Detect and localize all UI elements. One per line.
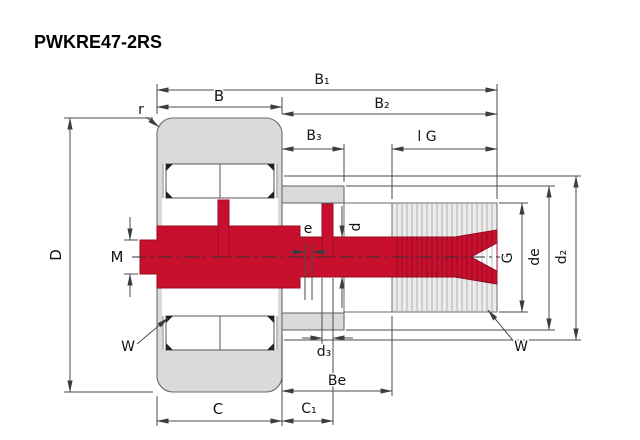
- dim-b1: B₁: [156, 71, 498, 199]
- grease-hole-collar: [321, 203, 334, 258]
- dim-b2: B₂: [281, 95, 498, 117]
- dim-label-m: M: [111, 248, 124, 266]
- dim-label-b3: B₃: [306, 128, 321, 144]
- dim-de: de: [346, 185, 555, 331]
- dim-d3: d₃: [302, 278, 353, 425]
- dim-label-d3: d₃: [317, 344, 332, 360]
- dim-e: e: [289, 220, 328, 300]
- dim-c1: C₁: [281, 400, 334, 424]
- dim-label-e: e: [304, 221, 313, 237]
- dim-label-lg: l G: [417, 129, 436, 145]
- dim-m: M: [109, 217, 138, 297]
- leader-line: [145, 116, 160, 128]
- dim-c: C: [156, 396, 283, 426]
- needle-roller-band-bottom: [162, 315, 278, 351]
- dim-label-be: Be: [328, 373, 346, 389]
- dim-g: G: [499, 202, 528, 313]
- dim-r: r: [137, 101, 160, 128]
- dim-d2: d₂: [284, 175, 581, 341]
- dim-label-c1: C₁: [301, 401, 316, 417]
- leader-line: [136, 317, 169, 345]
- dim-label-b: B: [214, 87, 224, 105]
- dim-be: Be: [281, 316, 393, 426]
- grease-hole-roller: [217, 199, 230, 258]
- dim-d-outer: D: [46, 117, 153, 393]
- dim-lg: l G: [391, 128, 498, 199]
- dimensions: B₁ B B₂ r B₃ l G D: [46, 71, 581, 426]
- dim-label-r: r: [138, 102, 144, 118]
- dim-label-d: d: [348, 223, 364, 232]
- dim-label-d2: d₂: [554, 250, 570, 265]
- dim-w-right: W: [487, 309, 530, 357]
- needle-roller-band-top: [162, 163, 278, 199]
- leader-line: [487, 309, 516, 344]
- dim-b3: B₃: [281, 127, 345, 182]
- track-roller-assembly: [132, 117, 506, 393]
- thread-crest-lines: [396, 204, 493, 311]
- dim-label-b2: B₂: [374, 96, 389, 112]
- dim-b: B: [156, 86, 283, 114]
- dim-label-d-outer: D: [47, 249, 65, 261]
- dim-label-c: C: [213, 400, 223, 418]
- part-number-title: PWKRE47-2RS: [34, 32, 162, 52]
- dim-d-stud: d: [339, 206, 366, 308]
- dim-label-b1: B₁: [314, 72, 329, 88]
- collar-top-wall: [281, 185, 345, 204]
- dim-w-left: W: [120, 317, 169, 357]
- dim-label-de: de: [527, 248, 543, 266]
- dim-label-g: G: [500, 253, 516, 264]
- dim-label-w-left: W: [121, 339, 135, 355]
- collar-bottom-wall: [281, 312, 345, 331]
- dim-label-w-right: W: [514, 339, 528, 355]
